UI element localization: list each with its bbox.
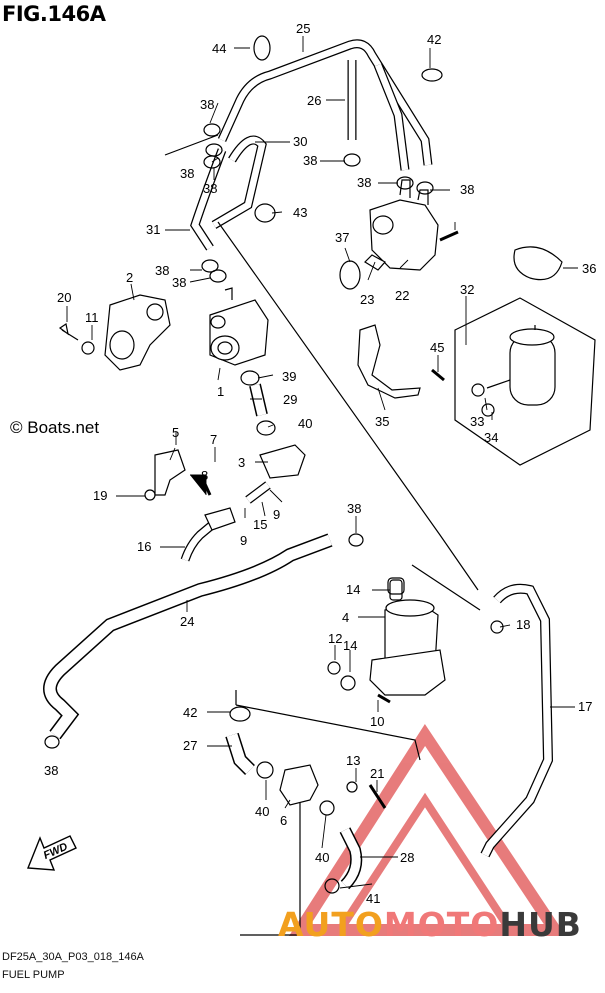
part-14-cushion	[387, 577, 405, 595]
callout-label: 42	[183, 705, 197, 720]
logo-part-auto: AUTO	[278, 905, 384, 944]
callout-label: 4	[342, 610, 349, 625]
callout-label: 38	[44, 763, 58, 778]
callout-label: 18	[516, 617, 530, 632]
callout-label: 19	[93, 488, 107, 503]
callout-label: 40	[315, 850, 329, 865]
callout-label: 38	[347, 501, 361, 516]
callout-label: 38	[460, 182, 474, 197]
callout-label: 27	[183, 738, 197, 753]
figure-title: FIG.146A	[2, 2, 106, 26]
callout-label: 37	[335, 230, 349, 245]
watermark: © Boats.net	[10, 418, 100, 437]
fwd-label: FWD	[42, 841, 70, 862]
part-44-bolt	[431, 368, 445, 382]
callout-label: 14	[346, 582, 360, 597]
callout-label: 32	[460, 282, 474, 297]
callout-label: 24	[180, 614, 194, 629]
callout-label: 20	[57, 290, 71, 305]
callout-label: 25	[296, 21, 310, 36]
callout-labels: 1 2 3 4 5 6 7 8 9 9 10 11 12 13 14 14 15…	[44, 21, 596, 906]
part-22-pump	[364, 179, 439, 271]
callout-label: 29	[283, 392, 297, 407]
callout-label: 12	[328, 631, 342, 646]
callout-label: 21	[370, 766, 384, 781]
callout-label: 7	[210, 432, 217, 447]
automotohub-logo: AUTOMOTOHUB	[278, 905, 582, 944]
callout-label: 30	[293, 134, 307, 149]
callout-label: 34	[484, 430, 498, 445]
clamp-icons	[44, 35, 504, 894]
callout-label: 2	[126, 270, 133, 285]
callout-label: 8	[201, 468, 208, 483]
callout-label: 33	[470, 414, 484, 429]
part-7-joint	[204, 507, 236, 531]
part-19-grommet	[144, 489, 156, 501]
callout-label: 14	[343, 638, 357, 653]
leader-lines	[66, 36, 578, 889]
part-3-valve	[259, 444, 306, 479]
callout-label: 42	[427, 32, 441, 47]
callout-label: 31	[146, 222, 160, 237]
part-1-pump-body	[209, 287, 269, 366]
fwd-arrow-icon: FWD	[26, 835, 77, 871]
part-2-bracket	[104, 294, 171, 371]
part-37-oring	[339, 260, 361, 290]
callout-label: 40	[298, 416, 312, 431]
callout-label: 13	[346, 753, 360, 768]
callout-label: 36	[582, 261, 596, 276]
logo-triangle-icon	[289, 724, 567, 936]
callout-label: 9	[273, 507, 280, 522]
part-20-bolt	[58, 323, 79, 341]
logo-part-hub: HUB	[499, 905, 582, 944]
callout-label: 40	[255, 804, 269, 819]
callout-label: 17	[578, 699, 592, 714]
callout-label: 38	[172, 275, 186, 290]
callout-label: 38	[303, 153, 317, 168]
callout-label: 44	[212, 41, 226, 56]
callout-label: 38	[180, 166, 194, 181]
callout-label: 43	[293, 205, 307, 220]
callout-label: 38	[200, 97, 214, 112]
part-drawings	[43, 35, 596, 936]
part-45-bolt	[439, 230, 459, 242]
part-11-washer	[81, 341, 95, 355]
callout-label: 39	[282, 369, 296, 384]
callout-label: 23	[360, 292, 374, 307]
callout-label: 26	[307, 93, 321, 108]
callout-label: 5	[172, 425, 179, 440]
part-32-filter	[454, 297, 596, 466]
callout-label: 41	[366, 891, 380, 906]
callout-label: 16	[137, 539, 151, 554]
callout-label: 28	[400, 850, 414, 865]
part-12-nut	[327, 661, 341, 675]
callout-label: 15	[253, 517, 267, 532]
logo-part-moto: MOTO	[383, 905, 500, 944]
callout-label: 1	[217, 384, 224, 399]
footer-name: FUEL PUMP	[2, 969, 65, 981]
callout-label: 11	[85, 310, 99, 325]
part-6-fitting	[279, 764, 319, 806]
part-36-clamp	[513, 246, 563, 281]
part-5-bracket	[154, 449, 186, 496]
part-4-fuel-pump	[369, 579, 446, 696]
part-21-bolt	[368, 784, 387, 809]
callout-label: 22	[395, 288, 409, 303]
part-14-grommet	[340, 675, 356, 691]
part-35-bracket	[357, 324, 421, 399]
callout-label: 35	[375, 414, 389, 429]
part-13-collar	[346, 781, 358, 793]
callout-label: 6	[280, 813, 287, 828]
callout-label: 45	[430, 340, 444, 355]
callout-label: 9	[240, 533, 247, 548]
callout-label: 38	[203, 181, 217, 196]
callout-label: 10	[370, 714, 384, 729]
callout-label: 3	[238, 455, 245, 470]
part-10-bolt	[377, 693, 391, 704]
callout-label: 38	[155, 263, 169, 278]
callout-label: 38	[357, 175, 371, 190]
footer-code: DF25A_30A_P03_018_146A	[2, 951, 144, 963]
